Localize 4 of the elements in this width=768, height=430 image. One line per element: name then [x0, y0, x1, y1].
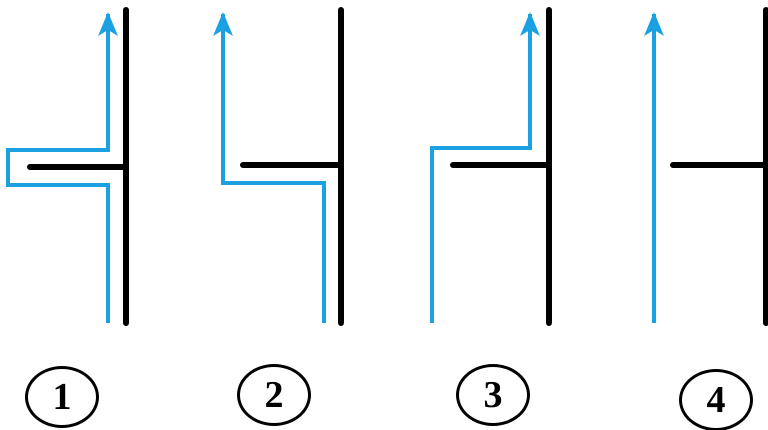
- callout-number: 1: [25, 366, 99, 428]
- callout-number: 3: [456, 364, 530, 426]
- callout-number: 4: [679, 369, 753, 430]
- callout-number: 2: [237, 364, 311, 426]
